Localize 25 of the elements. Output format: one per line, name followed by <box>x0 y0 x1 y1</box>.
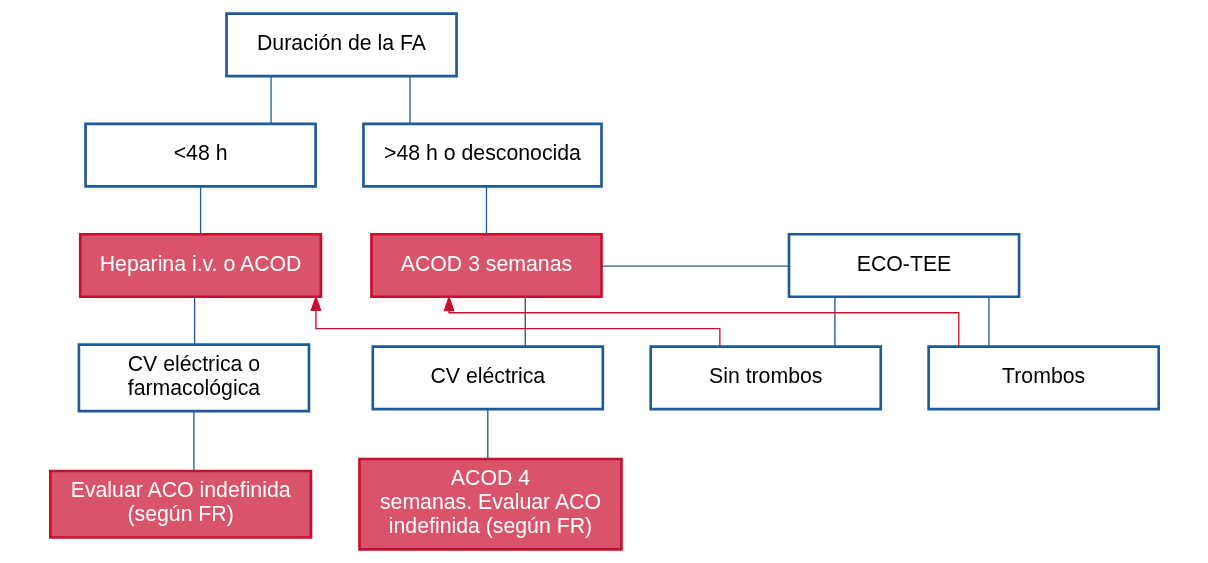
node-box: <48 h <box>83 122 317 188</box>
connector <box>269 75 272 125</box>
node-box: Trombos <box>926 345 1160 411</box>
connector <box>485 185 487 235</box>
connector <box>199 185 201 235</box>
connector <box>833 296 836 348</box>
node-box: Heparina i.v. o ACOD <box>78 232 322 299</box>
node-box: Duración de la FA <box>224 12 458 78</box>
connector <box>192 411 195 472</box>
node-box: Sin trombos <box>648 345 882 411</box>
node-box: >48 h o desconocida <box>361 122 603 188</box>
connector <box>524 296 526 348</box>
connector <box>486 409 488 460</box>
node-box: ACOD 4 semanas. Evaluar ACO indefinida (según FR) <box>357 457 623 551</box>
node-box: CV eléctrica <box>370 345 604 411</box>
node-box: Evaluar ACO indefinida (según FR) <box>48 469 312 539</box>
connector <box>987 296 990 348</box>
connector <box>408 75 411 125</box>
node-box: ACOD 3 semanas <box>369 232 603 299</box>
arrow <box>442 295 959 348</box>
connector <box>193 296 195 346</box>
connector <box>600 265 789 267</box>
node-box: CV eléctrica o farmacológica <box>77 343 310 413</box>
node-box: ECO-TEE <box>787 232 1020 299</box>
arrow <box>309 295 721 348</box>
